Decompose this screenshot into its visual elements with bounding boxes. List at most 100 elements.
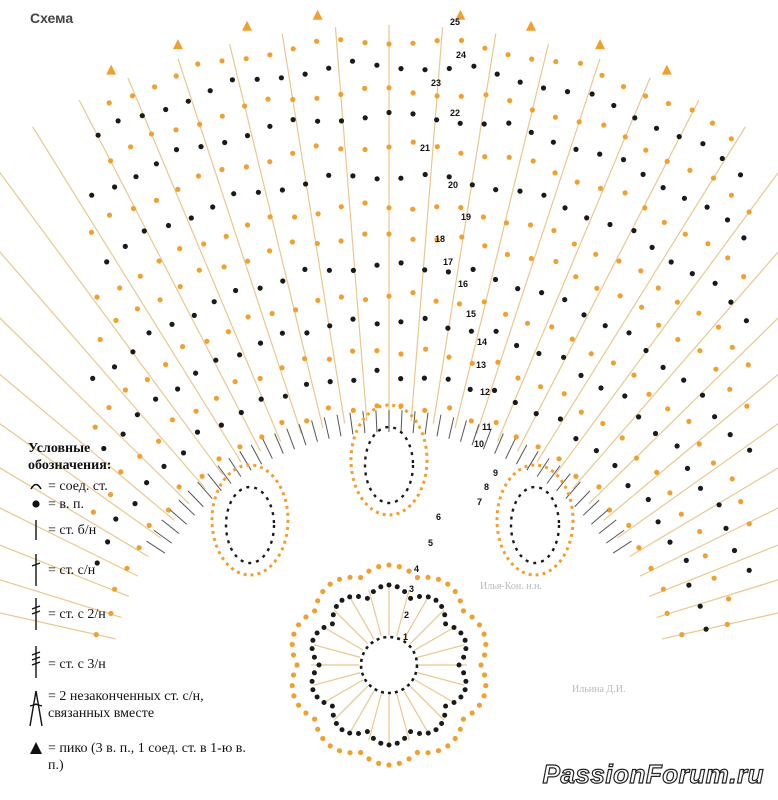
chart-title: Схема: [30, 10, 74, 26]
center-outer-dot: [320, 588, 326, 595]
chain-dot: [702, 553, 708, 559]
stitch-tick: [448, 417, 455, 439]
stitch-spoke: [536, 126, 746, 463]
chain-dot: [724, 621, 730, 628]
center-outer-dot: [414, 749, 420, 756]
chain-dot: [573, 473, 579, 479]
center-outer-dot: [366, 568, 372, 574]
chain-dot: [493, 328, 499, 334]
stitch-tick: [197, 481, 213, 499]
chain-dot: [90, 375, 96, 381]
legend-item-double-treble-crochet: = ст. с 3/н: [28, 644, 106, 680]
stitch-spoke: [334, 27, 368, 421]
center-outer-dot: [336, 748, 343, 754]
stitch-spoke: [229, 43, 324, 429]
center-outer-dot: [481, 652, 488, 658]
stitch-tick: [239, 451, 252, 471]
chain-dot: [304, 418, 310, 424]
center-chain-dot: [408, 729, 414, 735]
chain-dot: [656, 322, 662, 328]
row-number: 18: [435, 234, 445, 244]
chain-dot: [517, 79, 523, 85]
chain-dot: [410, 40, 416, 46]
stitch-spoke: [0, 373, 175, 521]
picot-icon: [172, 39, 183, 50]
center-outer-dot: [457, 598, 463, 604]
chain-dot: [684, 465, 691, 471]
chain-dot: [374, 321, 380, 327]
chain-dot: [244, 133, 251, 139]
chain-dot: [350, 407, 356, 413]
center-outer-dot: [296, 622, 302, 628]
center-stitch: [349, 597, 375, 640]
center-stitch: [333, 609, 369, 645]
chain-dot: [581, 312, 587, 318]
chain-dot: [314, 95, 320, 101]
chain-dot: [244, 222, 251, 228]
stitch-tick: [574, 490, 591, 508]
center-outer-dot: [289, 683, 295, 689]
center-chain-dot: [321, 625, 327, 630]
chain-dot: [506, 154, 512, 160]
chain-dot: [743, 318, 750, 324]
chain-dot: [139, 113, 145, 119]
chain-dot: [362, 297, 369, 303]
row-number: 15: [466, 309, 476, 319]
center-outer-dot: [478, 662, 484, 668]
chain-dot: [482, 45, 488, 51]
stitch-spoke: [410, 27, 444, 421]
center-outer-dot: [376, 564, 382, 570]
center-stitch: [321, 625, 364, 651]
center-outer-dot: [289, 641, 295, 648]
chain-dot: [175, 386, 181, 392]
center-chain-dot: [417, 731, 422, 736]
center-chain-dot: [339, 727, 345, 733]
center-chain-dot: [456, 662, 462, 668]
chain-dot: [655, 519, 661, 525]
petal-inner: [363, 425, 415, 505]
chain-dot: [201, 241, 207, 247]
chain-dot: [362, 115, 368, 121]
chain-dot: [632, 115, 638, 121]
stitch-tick: [349, 412, 354, 435]
chain-dot: [639, 304, 645, 310]
center-chain-dot: [364, 595, 370, 601]
legend-item-single-crochet: = ст. б/н: [28, 518, 96, 544]
chain-dot: [198, 144, 204, 150]
chain-dot: [88, 229, 95, 235]
chain-dot: [746, 567, 752, 573]
stitch-tick: [460, 420, 467, 442]
chain-dot: [481, 299, 487, 305]
center-outer-dot: [425, 574, 431, 580]
center-chain-dot: [425, 594, 431, 600]
single-crochet-icon: [28, 518, 44, 544]
chain-dot: [326, 172, 332, 178]
chain-dot: [108, 610, 114, 617]
chain-dot: [569, 336, 575, 342]
center-outer-dot: [347, 574, 353, 580]
stitch-tick: [424, 412, 429, 435]
chain-dot: [349, 58, 356, 64]
row-number: 21: [420, 143, 430, 153]
stitch-tick: [375, 410, 378, 433]
chain-dot: [540, 85, 547, 91]
chain-dot: [446, 174, 452, 180]
chain-dot: [640, 171, 646, 177]
chain-dot: [141, 228, 147, 234]
center-chain-dot: [316, 662, 322, 668]
chain-dot: [280, 278, 286, 284]
chain-dot: [480, 214, 486, 220]
chain-dot: [513, 434, 519, 440]
chain-dot: [90, 509, 96, 515]
chain-dot: [719, 155, 725, 162]
chain-dot: [481, 121, 487, 127]
chain-dot: [338, 204, 344, 210]
picot-icon: [106, 64, 117, 75]
chain-dot: [122, 387, 128, 393]
chain-dot: [537, 384, 544, 390]
center-outer-dot: [312, 716, 318, 722]
chain-dot: [422, 267, 428, 273]
center-chain-dot: [417, 594, 422, 599]
chain-dot: [245, 314, 251, 320]
chain-dot: [386, 144, 392, 150]
